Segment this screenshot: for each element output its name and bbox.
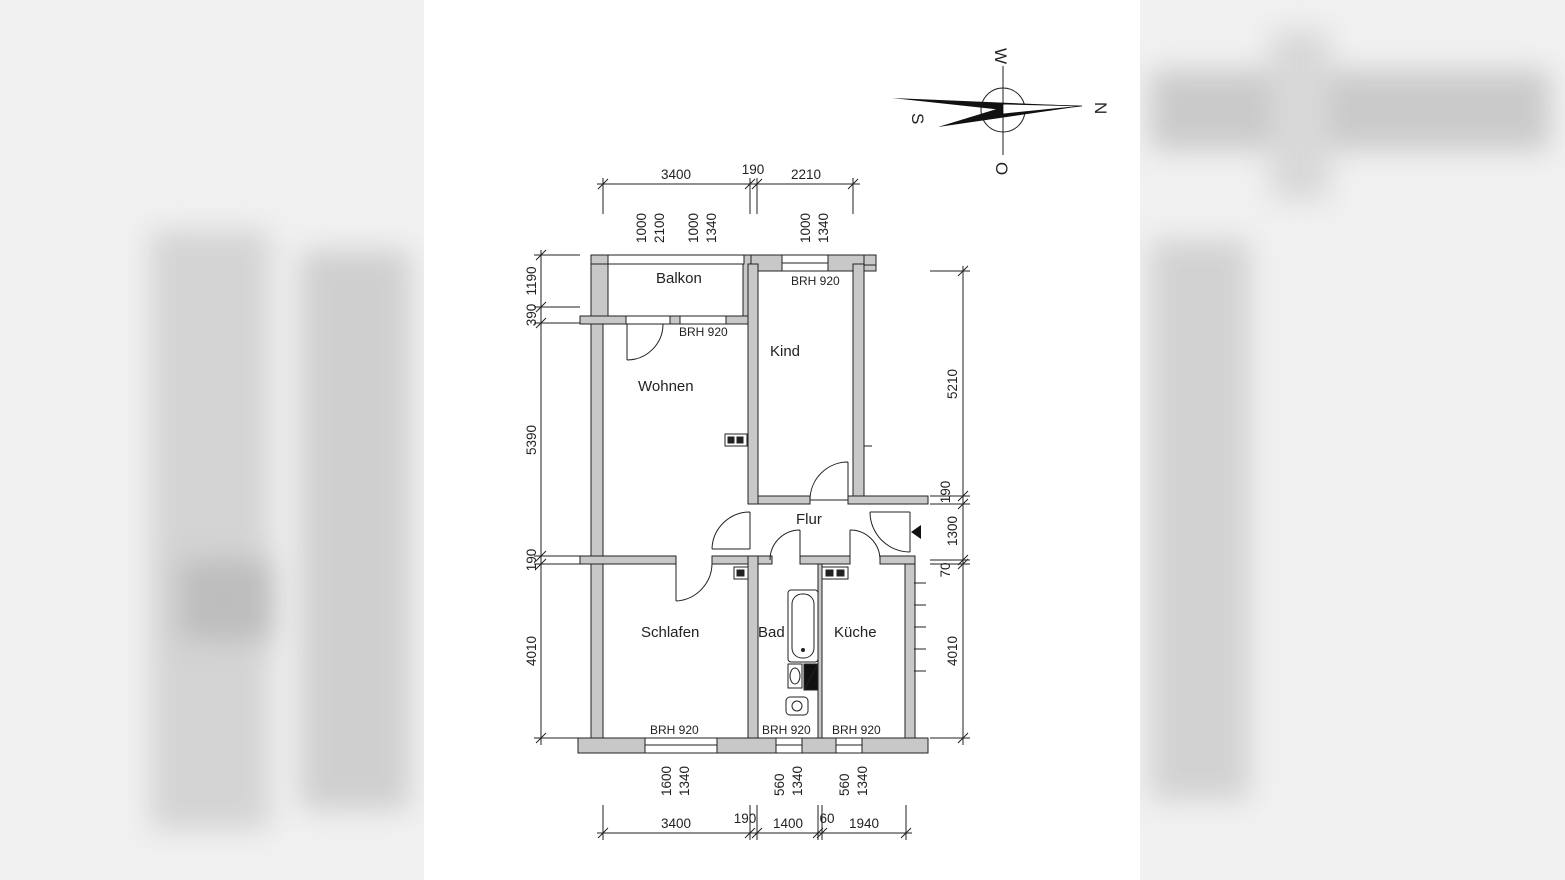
dim-right-3: 1300 — [945, 516, 960, 546]
room-label-wohnen: Wohnen — [638, 378, 694, 395]
brh-label: BRH 920 — [832, 723, 881, 737]
dimension-lines — [534, 178, 970, 840]
brh-label: BRH 920 — [762, 723, 811, 737]
dim-right-4: 70 — [938, 562, 953, 577]
bathroom-fixtures — [785, 589, 819, 716]
wall-kueche-top — [879, 555, 916, 565]
dim-left-2: 390 — [524, 304, 539, 327]
dim-opening: 1000 — [798, 213, 813, 243]
dim-opening: 1340 — [855, 766, 870, 796]
wall-bad-top — [799, 555, 851, 565]
door-entrance — [869, 511, 911, 553]
window-balcony — [607, 254, 745, 265]
dim-opening: 560 — [837, 773, 852, 796]
doors — [626, 323, 911, 602]
walls — [577, 254, 929, 754]
dimension-text-right: 5210 190 1300 70 4010 — [938, 369, 960, 666]
dim-right-2: 190 — [938, 481, 953, 504]
brh-labels: BRH 920 BRH 920 BRH 920 BRH 920 BRH 920 — [650, 274, 881, 737]
wall-right — [904, 562, 916, 754]
wall-kind-right — [852, 263, 865, 501]
dim-opening: 1000 — [686, 213, 701, 243]
room-labels: Balkon Kind Wohnen Flur Schlafen Bad Küc… — [638, 270, 877, 641]
dimension-text-bottom: 3400 190 1400 60 1940 1600 1340 560 1340… — [659, 766, 879, 831]
wall-corner-ne — [863, 254, 877, 266]
floor-plan-sheet — [424, 0, 1140, 880]
dim-opening: 1340 — [816, 213, 831, 243]
dim-left-3: 5390 — [524, 425, 539, 455]
brh-label: BRH 920 — [679, 325, 728, 339]
wall-schlafen-bad — [747, 555, 759, 754]
dim-bottom-5: 1940 — [849, 816, 879, 831]
dim-right-5: 4010 — [945, 636, 960, 666]
heater-icon — [803, 663, 819, 691]
shafts — [724, 433, 849, 580]
wall-balcony-left — [590, 254, 609, 324]
kitchen-counter — [914, 582, 926, 672]
door-wohnen — [711, 511, 751, 550]
room-label-balkon: Balkon — [656, 270, 702, 287]
wall-kind-bottom-left — [757, 495, 811, 505]
dim-opening: 1340 — [790, 766, 805, 796]
compass-north: N — [1091, 102, 1110, 114]
wall-bottom — [577, 737, 929, 754]
wall-wohnen-kind — [747, 263, 759, 505]
door-kueche — [849, 529, 881, 561]
dim-left-1: 1190 — [524, 266, 539, 295]
room-label-schlafen: Schlafen — [641, 624, 699, 641]
dimension-text-top: 3400 190 2210 1000 2100 1000 1340 1000 1… — [634, 162, 831, 243]
dim-opening: 1340 — [704, 213, 719, 243]
brh-label: BRH 920 — [650, 723, 699, 737]
windows — [607, 254, 863, 754]
dim-bottom-2: 190 — [734, 811, 757, 826]
dim-bottom-4: 60 — [819, 811, 834, 826]
wall-kind-bottom-right — [847, 495, 929, 505]
dim-opening: 1340 — [677, 766, 692, 796]
room-label-bad: Bad — [758, 624, 785, 641]
door-balcony — [626, 323, 664, 361]
window-wohnen-1 — [625, 315, 671, 325]
brh-label: BRH 920 — [791, 274, 840, 288]
dim-left-5: 4010 — [524, 636, 539, 666]
dim-top-1: 3400 — [661, 167, 691, 182]
door-bad — [769, 529, 801, 561]
compass-icon: N S W O — [892, 48, 1110, 175]
window-wohnen-2 — [679, 315, 727, 325]
compass-west: W — [991, 48, 1010, 64]
dimension-text-left: 1190 390 5390 190 4010 — [524, 266, 539, 666]
dim-opening: 1000 — [634, 213, 649, 243]
dim-left-4: 190 — [524, 549, 539, 572]
wall-middle-left — [579, 555, 677, 565]
room-label-kind: Kind — [770, 343, 800, 360]
compass-east: O — [992, 162, 1011, 175]
dim-opening: 2100 — [652, 213, 667, 243]
door-kind — [809, 461, 849, 501]
dim-opening: 560 — [772, 773, 787, 796]
wall-left — [590, 322, 604, 754]
dim-right-1: 5210 — [945, 369, 960, 399]
dim-bottom-1: 3400 — [661, 816, 691, 831]
dim-opening: 1600 — [659, 766, 674, 796]
room-label-flur: Flur — [796, 511, 822, 528]
entrance-arrow-icon — [911, 525, 921, 539]
door-schlafen — [675, 563, 713, 602]
dim-top-2: 190 — [742, 162, 765, 177]
dim-bottom-3: 1400 — [773, 816, 803, 831]
room-label-kueche: Küche — [834, 624, 877, 641]
dim-top-3: 2210 — [791, 167, 821, 182]
compass-south: S — [908, 113, 927, 124]
wall-bad-kueche — [817, 563, 823, 754]
